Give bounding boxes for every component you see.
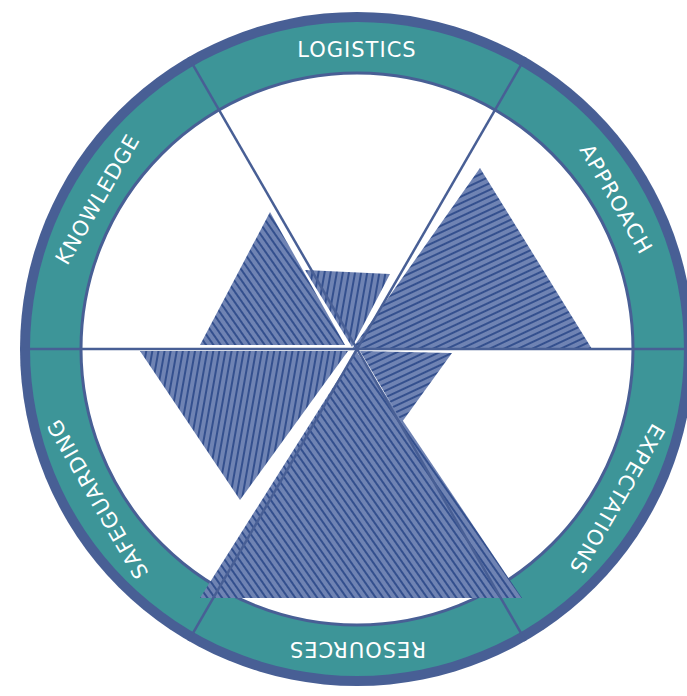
hatched-triangles <box>140 168 592 598</box>
spokes <box>20 57 687 641</box>
spoke <box>189 57 526 641</box>
segment-label: RESOURCES <box>289 638 426 659</box>
segment-label-holder: LOGISTICS <box>297 40 416 61</box>
spoke <box>189 57 526 641</box>
segment-label: SAFEGUARDING <box>44 415 152 582</box>
segment-label: APPROACH <box>576 141 656 258</box>
segment-label-holder: RESOURCES <box>289 638 426 659</box>
spoke <box>20 348 687 351</box>
outer-ring <box>20 12 687 686</box>
hatched-triangle <box>360 351 452 422</box>
hatched-triangle <box>352 168 592 349</box>
segment-label: EXPECTATIONS <box>565 420 668 577</box>
segment-label: LOGISTICS <box>297 40 416 61</box>
hatched-triangle <box>200 351 522 598</box>
segment-label-holder: APPROACH <box>576 141 656 258</box>
segment-label: KNOWLEDGE <box>52 131 143 268</box>
segment-label-holder: KNOWLEDGE <box>52 131 143 268</box>
segment-label-holder: SAFEGUARDING <box>44 415 152 582</box>
segment-label-holder: EXPECTATIONS <box>565 420 668 577</box>
